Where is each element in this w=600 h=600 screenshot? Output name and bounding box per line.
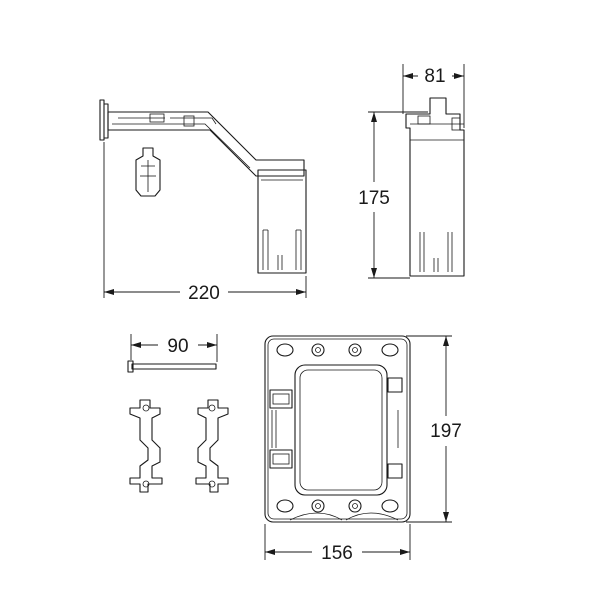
dimension-90: 90 bbox=[130, 334, 218, 362]
dimension-197: 197 bbox=[406, 335, 472, 523]
dimension-label-156: 156 bbox=[321, 543, 353, 564]
dimension-label-81: 81 bbox=[424, 66, 445, 87]
dimension-label-175: 175 bbox=[358, 188, 390, 209]
dimension-220: 220 bbox=[103, 142, 307, 304]
dimension-label-197: 197 bbox=[430, 421, 462, 442]
mounting-frame bbox=[264, 335, 411, 523]
clip-part bbox=[135, 147, 161, 197]
dimension-81: 81 bbox=[402, 64, 465, 128]
mounting-bracket-left bbox=[129, 399, 163, 493]
rod-part bbox=[127, 360, 217, 373]
side-view-bracket bbox=[99, 99, 307, 274]
dimension-175: 175 bbox=[350, 111, 428, 279]
dimension-label-220: 220 bbox=[188, 283, 220, 304]
mounting-bracket-right bbox=[195, 399, 229, 493]
front-view-container bbox=[405, 97, 465, 277]
dimension-156: 156 bbox=[264, 524, 411, 564]
dimension-label-90: 90 bbox=[167, 336, 188, 357]
